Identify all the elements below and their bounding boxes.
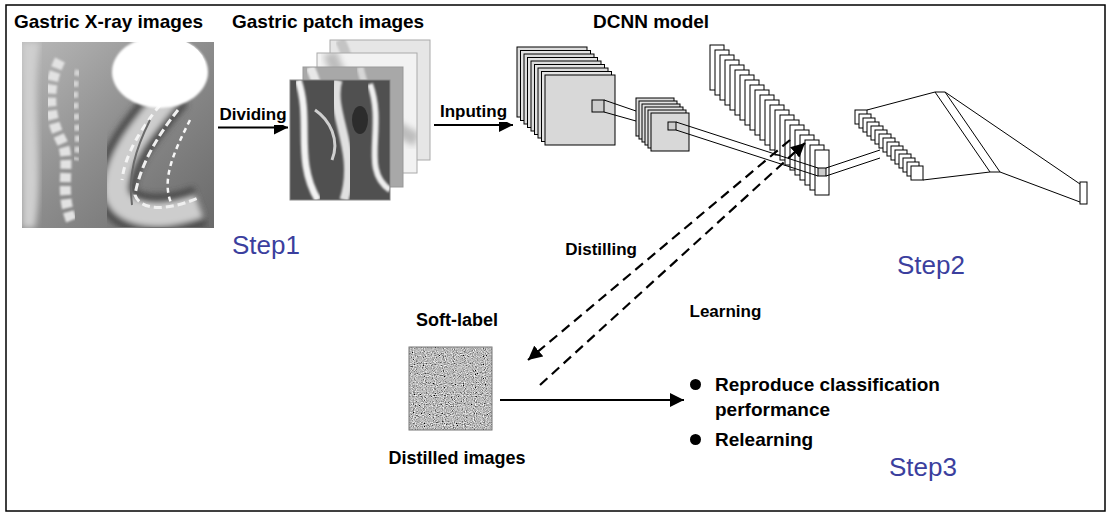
dashed-arrow <box>540 143 805 385</box>
image-panel: Soft-labelDistilled images <box>372 308 542 470</box>
cnn-drawing-part <box>676 130 818 176</box>
conv-block <box>710 45 829 195</box>
distilled-noise-image-part <box>409 347 492 430</box>
xray-image-part <box>168 120 190 205</box>
cnn-drawing-part <box>1000 172 1080 202</box>
conv-block-part <box>818 168 826 176</box>
patch-stack-part-part <box>298 80 318 200</box>
patch-stack-part <box>290 80 390 200</box>
fc-layer <box>935 92 1000 172</box>
model-panel: DCNN model <box>512 10 1097 220</box>
patch-stack-part-part <box>352 106 368 134</box>
bullet-item: Reproduce classification performance <box>690 372 1020 422</box>
distilled-noise-image <box>409 347 492 430</box>
image-caption: Distilled images <box>388 446 525 470</box>
xray-image-part <box>116 92 200 215</box>
xray-image-part <box>75 70 78 160</box>
cnn-drawing-part <box>676 122 818 168</box>
xray-image-part <box>131 120 150 205</box>
conv-block-part <box>545 75 615 145</box>
patch-stack-part <box>290 80 390 200</box>
edge-label: Learning <box>688 302 764 322</box>
panel-heading: Gastric X-ray images <box>12 10 203 34</box>
bullet-text: Relearning <box>715 427 813 452</box>
patch-stack-part-part <box>290 80 390 200</box>
bullet-list: Reproduce classification performanceRele… <box>690 372 1020 458</box>
flow-arrow <box>434 124 513 126</box>
xray-image-part <box>116 92 200 215</box>
dashed-arrow <box>528 140 790 360</box>
bullet-item: Relearning <box>690 427 1020 452</box>
cnn-drawing-part <box>867 92 935 110</box>
patch-stack-part-part <box>315 110 335 160</box>
conv-block-part <box>668 122 676 130</box>
flow-arrow <box>500 399 684 401</box>
distilled-noise-image-part <box>409 347 492 430</box>
xray-image-part <box>22 42 40 228</box>
conv-block <box>517 47 615 145</box>
xray-image <box>22 42 214 228</box>
step-label: Step2 <box>897 250 965 280</box>
cnn-drawing <box>517 45 1087 204</box>
conv-block-part <box>815 150 829 195</box>
step-label: Step3 <box>889 452 957 482</box>
patch-stack <box>290 40 430 200</box>
cnn-drawing-part <box>826 158 880 176</box>
panel-heading: Gastric patch images <box>228 10 424 34</box>
conv-block-part <box>911 166 923 180</box>
step-label: Step1 <box>232 230 300 260</box>
edge-label: Inputing <box>438 102 509 122</box>
panel-heading: DCNN model <box>512 10 709 34</box>
flow-arrow <box>218 127 288 129</box>
cnn-drawing-part <box>945 92 1080 184</box>
outer-frame <box>6 5 1105 511</box>
bullet-text: Reproduce classification performance <box>715 372 1015 422</box>
edge-label: Distilling <box>563 240 639 260</box>
image-caption: Soft-label <box>416 308 498 332</box>
xray-image-part <box>125 42 205 94</box>
edge-label: Dividing <box>217 105 288 125</box>
xray-image-part <box>51 60 72 222</box>
bullet-dot <box>690 379 701 390</box>
output-layer <box>1080 182 1087 204</box>
cnn-drawing-part <box>923 172 990 180</box>
cnn-drawing-part <box>826 150 880 168</box>
conv-block-part <box>592 100 604 112</box>
patch-stack-part-part <box>370 84 390 190</box>
xray-image-part <box>112 42 208 108</box>
xray-image-part <box>135 110 198 207</box>
conv-block <box>636 98 689 151</box>
bullet-dot <box>690 434 701 445</box>
conv-block <box>855 110 923 180</box>
patch-stack-part-part <box>336 80 349 200</box>
image-panel: Gastric X-ray images <box>12 10 222 232</box>
